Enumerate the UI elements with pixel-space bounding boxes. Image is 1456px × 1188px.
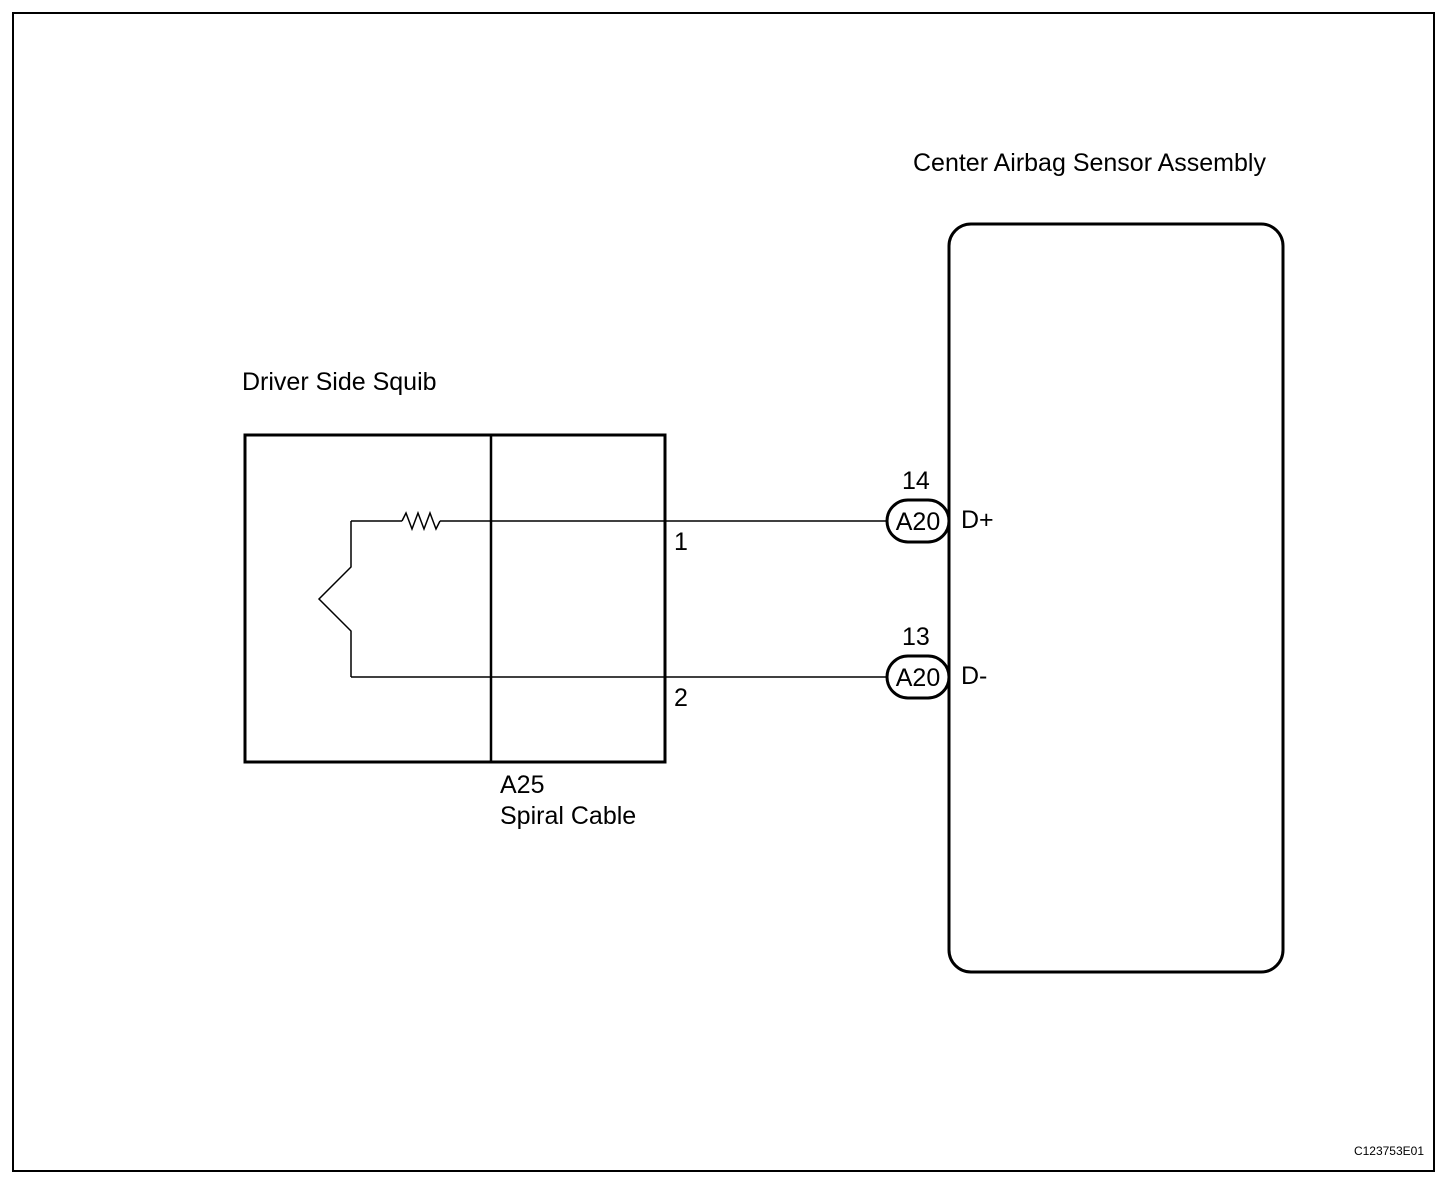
squib-box — [243, 433, 667, 764]
squib-label: Driver Side Squib — [242, 368, 437, 396]
connector-a20-top-label: A20 — [896, 508, 940, 536]
connector-a20-bottom — [885, 654, 951, 700]
pin-1-label: 1 — [674, 528, 688, 556]
terminal-d-minus: D- — [961, 662, 987, 690]
connector-a20-top — [885, 498, 951, 544]
pin-14-label: 14 — [902, 467, 930, 495]
sensor-assembly-label: Center Airbag Sensor Assembly — [913, 149, 1266, 177]
connector-a20-bottom-label: A20 — [896, 664, 940, 692]
page-frame — [12, 12, 1435, 1172]
spiral-cable-label: Spiral Cable — [500, 802, 636, 830]
spiral-cable-code: A25 — [500, 771, 544, 799]
terminal-d-plus: D+ — [961, 506, 994, 534]
resistor-icon — [401, 510, 441, 532]
figure-reference: C123753E01 — [1354, 1144, 1424, 1158]
sensor-assembly-box — [947, 222, 1285, 974]
pin-2-label: 2 — [674, 684, 688, 712]
squib-element — [317, 521, 352, 677]
pin-13-label: 13 — [902, 623, 930, 651]
